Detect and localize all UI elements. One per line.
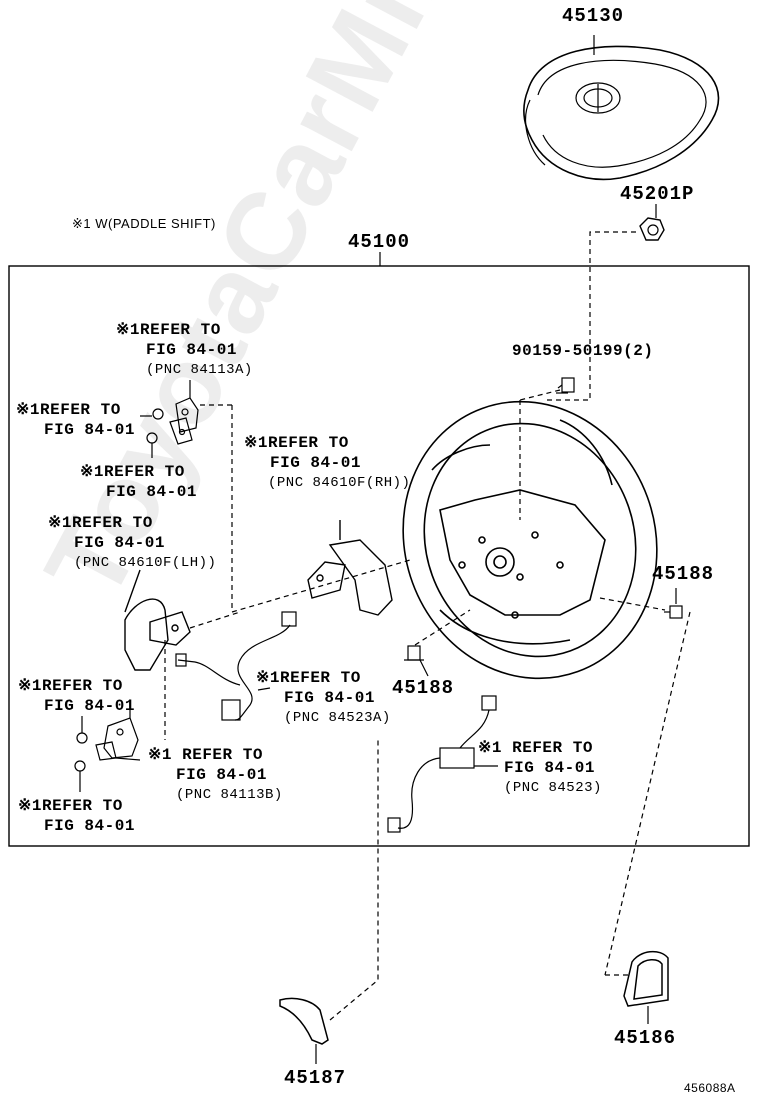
bolt-45188-center [404, 645, 424, 661]
ref-line: FIG 84-01 [106, 483, 197, 501]
ref-line: FIG 84-01 [44, 817, 135, 835]
wire-harness-84523 [387, 695, 498, 833]
ref-line: ※1REFER TO [18, 677, 123, 695]
ref-line: (PNC 84113B) [176, 787, 283, 803]
ref-line: FIG 84-01 [504, 759, 595, 777]
ref-line: (PNC 84113A) [146, 362, 253, 378]
ref-line: (PNC 84610F(LH)) [74, 555, 217, 571]
part-label-45201p: 45201P [620, 183, 695, 205]
ref-line: ※1REFER TO [18, 797, 123, 815]
ref-line: FIG 84-01 [44, 697, 135, 715]
screw-bottom-1 [76, 716, 88, 744]
part-label-45188-center: 45188 [392, 677, 455, 699]
ref-line: ※1REFER TO [256, 669, 361, 687]
part-label-45130: 45130 [562, 5, 625, 27]
ref-line: FIG 84-01 [74, 534, 165, 552]
part-label-45186: 45186 [614, 1027, 677, 1049]
switch-bracket-84113a [169, 380, 199, 445]
bolt-90159 [556, 377, 575, 394]
ref-line: (PNC 84523A) [284, 710, 391, 726]
part-label-45187: 45187 [284, 1067, 347, 1089]
note-paddle-shift: ※1 W(PADDLE SHIFT) [72, 216, 216, 231]
paddle-shift-lh [124, 569, 191, 671]
screw-top-2 [146, 432, 158, 458]
ref-line: ※1REFER TO [80, 463, 185, 481]
part-label-90159: 90159-50199(2) [512, 342, 654, 360]
ref-line: FIG 84-01 [284, 689, 375, 707]
screw-top-1 [140, 408, 164, 420]
ref-line: ※1REFER TO [116, 321, 221, 339]
ref-line: ※1REFER TO [16, 401, 121, 419]
screw-bottom-2 [74, 760, 86, 792]
ref-line: FIG 84-01 [270, 454, 361, 472]
airbag-pad [523, 45, 720, 181]
assembly-frame [8, 265, 750, 847]
figure-id: 456088A [684, 1081, 736, 1095]
ref-line: ※1REFER TO [48, 514, 153, 532]
steering-wheel [402, 400, 658, 680]
ref-line: FIG 84-01 [176, 766, 267, 784]
ref-line: ※1 REFER TO [478, 739, 593, 757]
ref-line: (PNC 84610F(RH)) [268, 475, 411, 491]
part-label-45188-right: 45188 [652, 563, 715, 585]
cover-45186 [623, 950, 669, 1007]
bolt-45188-right [664, 605, 683, 619]
wire-harness-84523a [175, 611, 297, 721]
ref-line: (PNC 84523) [504, 780, 602, 796]
ref-line: ※1 REFER TO [148, 746, 263, 764]
paddle-shift-rh [307, 520, 393, 616]
ref-line: FIG 84-01 [44, 421, 135, 439]
cover-45187 [279, 997, 329, 1045]
switch-bracket-84113b [95, 700, 141, 761]
ref-line: ※1REFER TO [244, 434, 349, 452]
ref-line: FIG 84-01 [146, 341, 237, 359]
part-label-45100: 45100 [348, 231, 411, 253]
nut-45201p [639, 217, 665, 241]
